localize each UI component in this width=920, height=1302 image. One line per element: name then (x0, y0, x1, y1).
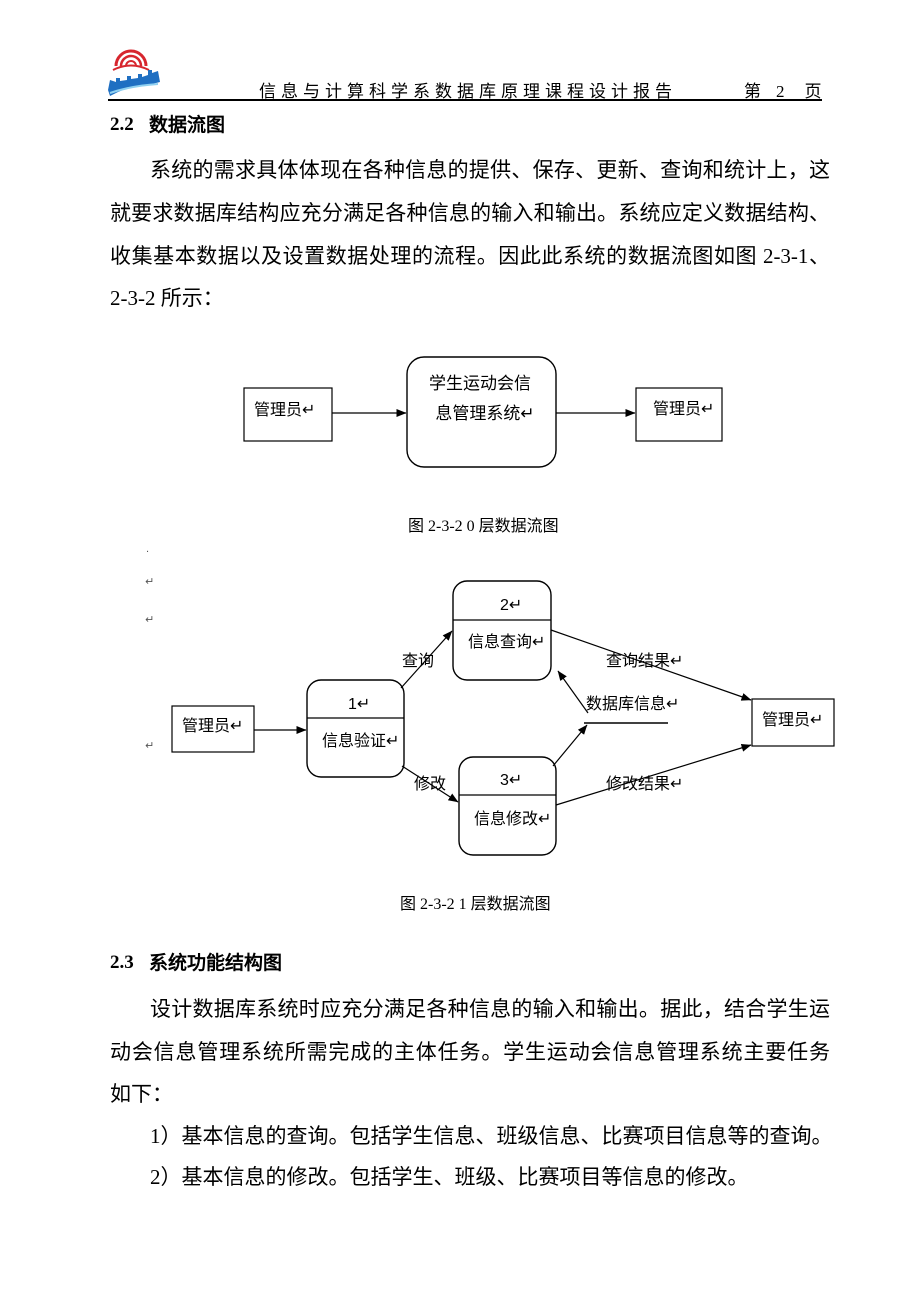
paragraph-line: 收集基本数据以及设置数据处理的流程。因此此系统的数据流图如图 2-3-1、 (110, 244, 830, 268)
dfd-level0: 管理员↵ 学生运动会信 息管理系统↵ 管理员↵ (243, 356, 723, 468)
l1-data-store-label: 数据库信息↵ (586, 695, 679, 713)
l1-entity-left-box (171, 705, 255, 753)
page-suffix: 页 (804, 82, 822, 101)
l1-process-2-number: 2↵ (500, 597, 522, 614)
l1-entity-left-label: 管理员↵ (182, 717, 243, 735)
l0-entity-left-label: 管理员↵ (254, 401, 315, 419)
l1-flow-label-modify-result: 修改结果↵ (606, 775, 683, 793)
l1-flow-arrow-query (400, 630, 453, 689)
l1-flow-label-query: 查询 (402, 652, 434, 670)
l0-entity-left-box (243, 387, 333, 442)
l1-flow-arrow-query-result (550, 629, 752, 701)
page-prefix: 第 (744, 82, 761, 101)
section-number: 2.2 (110, 114, 134, 135)
l1-flow-label-modify: 修改 (414, 775, 446, 793)
figure-caption-level1: 图 2-3-2 1 层数据流图 (400, 896, 551, 913)
l0-process-label-line2: 息管理系统↵ (435, 404, 534, 423)
l1-process-1-number: 1↵ (348, 696, 370, 713)
section-title-2-3: 系统功能结构图 (149, 952, 283, 974)
l0-process-box (406, 356, 557, 468)
l1-flow-arrow-modify-result (555, 743, 752, 806)
section-heading-2-3: 2.3 (110, 950, 134, 976)
section-title-2-2: 数据流图 (149, 114, 226, 136)
paragraph-line: 2-3-2 所示： (110, 286, 224, 310)
dfd-level1: 管理员↵ 1↵ 信息验证↵ 2↵ 信息查询↵ 3↵ 信息修改↵ 管理员↵ 查询 (171, 580, 835, 856)
section-heading-2-2: 2.2 (110, 112, 134, 138)
section-number: 2.3 (110, 952, 134, 973)
l1-process-3-box (458, 756, 557, 856)
l0-process-label-line1: 学生运动会信 (429, 374, 531, 393)
task-item: 1）基本信息的查询。包括学生信息、班级信息、比赛项目信息等的查询。 (150, 1124, 833, 1148)
l1-process-2-box (452, 580, 552, 681)
paragraph-line: 系统的需求具体体现在各种信息的提供、保存、更新、查询和统计上，这 (150, 158, 830, 182)
l1-process-2-name: 信息查询↵ (468, 633, 545, 651)
l1-flow-arrow-store-to-query (557, 670, 589, 714)
l1-process-1-name: 信息验证↵ (322, 732, 399, 750)
figure-caption-level0: 图 2-3-2 0 层数据流图 (408, 518, 559, 535)
l0-entity-right-label: 管理员↵ (653, 400, 714, 418)
school-logo (108, 49, 160, 96)
l1-process-3-number: 3↵ (500, 772, 522, 789)
paragraph-line: 如下： (110, 1082, 173, 1106)
task-item: 2）基本信息的修改。包括学生、班级、比赛项目等信息的修改。 (150, 1165, 749, 1189)
l1-flow-arrow-modify (401, 765, 459, 803)
header-title: 信息与计算科学系数据库原理课程设计报告 (259, 82, 677, 101)
format-mark: ↵ (145, 576, 154, 588)
l1-flow-label-query-result: 查询结果↵ (606, 652, 683, 670)
l1-entity-right-box (751, 698, 835, 747)
l1-flow-arrow-modify-to-store (552, 724, 588, 767)
paragraph-line: 设计数据库系统时应充分满足各种信息的输入和输出。据此，结合学生运 (150, 997, 830, 1021)
format-mark: ↵ (145, 614, 154, 626)
l1-entity-right-label: 管理员↵ (762, 711, 823, 729)
l1-process-3-name: 信息修改↵ (474, 810, 551, 828)
paragraph-line: 就要求数据库结构应充分满足各种信息的输入和输出。系统应定义数据结构、 (110, 201, 830, 225)
l0-entity-right-box (635, 387, 723, 442)
page-number: 2 (776, 82, 785, 101)
format-mark: ↵ (145, 740, 154, 752)
paragraph-line: 动会信息管理系统所需完成的主体任务。学生运动会信息管理系统主要任务 (110, 1040, 830, 1064)
format-mark: . (146, 543, 149, 555)
l1-process-1-box (306, 679, 405, 778)
